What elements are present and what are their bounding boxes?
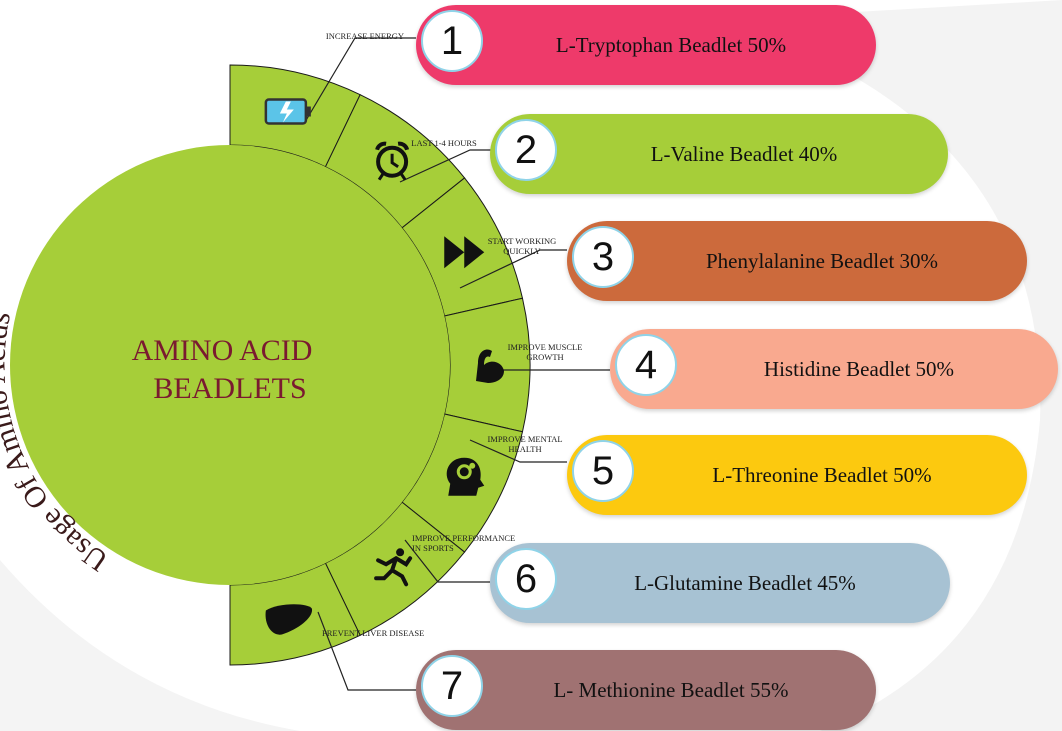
amino-pill-2: 2 L-Valine Beadlet 40% (490, 114, 948, 194)
benefit-7-line-1: PREVENT LIVER DISEASE (322, 628, 425, 638)
pill-number-1: 1 (421, 10, 483, 72)
benefit-6-line-1: IMPROVE PERFORMANCE (412, 533, 516, 543)
pill-label-2: L-Valine Beadlet 40% (650, 141, 838, 166)
benefit-label-2: LAST 1-4 HOURS (396, 138, 492, 148)
connector-lines (304, 37, 610, 691)
center-circle (10, 145, 450, 585)
pill-label-4: Histidine Beadlet 50% (763, 356, 955, 381)
center-title-line-2: BEADLETS (153, 372, 306, 405)
pill-number-5: 5 (572, 440, 634, 502)
pill-number-4: 4 (615, 334, 677, 396)
pill-label-1: L-Tryptophan Beadlet 50% (555, 32, 787, 57)
connector-line-1 (304, 37, 416, 123)
benefit-5-line-2: HEALTH (508, 444, 542, 454)
benefit-label-1: INCREASE ENERGY (312, 31, 418, 41)
amino-pill-1: 1 L-Tryptophan Beadlet 50% (416, 5, 876, 85)
alarm-clock-icon (375, 141, 410, 181)
connector-line-2 (399, 149, 492, 183)
pill-number-3: 3 (572, 226, 634, 288)
liver-icon (265, 604, 313, 635)
amino-pill-5: 5 L-Threonine Beadlet 50% (567, 435, 1027, 515)
benefit-label-7: PREVENT LIVER DISEASE (322, 628, 462, 638)
connector-line-5 (469, 439, 567, 463)
pill-label-7: L- Methionine Beadlet 55% (553, 677, 789, 702)
pill-number-6: 6 (495, 548, 557, 610)
benefit-4-line-1: IMPROVE MUSCLE (507, 342, 583, 352)
benefit-3-line-1: START WORKING (487, 236, 557, 246)
brain-gears-icon (446, 457, 485, 496)
benefit-6-line-2: IN SPORTS (412, 543, 454, 553)
pill-label-6: L-Glutamine Beadlet 45% (634, 570, 856, 595)
runner-icon (374, 548, 413, 587)
amino-pill-3: 3 Phenylalanine Beadlet 30% (567, 221, 1027, 301)
battery-charging-icon (264, 98, 311, 125)
pill-label-3: Phenylalanine Beadlet 30% (705, 248, 939, 273)
benefit-5-line-1: IMPROVE MENTAL (487, 434, 563, 444)
benefit-label-3: START WORKING QUICKLY (470, 236, 574, 256)
connector-line-3 (459, 249, 567, 289)
connector-line-6 (404, 539, 490, 583)
flexed-arm-icon (476, 349, 504, 383)
pill-label-5: L-Threonine Beadlet 50% (712, 462, 932, 487)
benefit-3-line-2: QUICKLY (503, 246, 541, 256)
center-title-line-1: AMINO ACID (132, 334, 313, 367)
amino-pill-4: 4 Histidine Beadlet 50% (610, 329, 1058, 409)
segment-icons (264, 98, 504, 635)
pill-number-7: 7 (421, 655, 483, 717)
benefit-4-line-2: GROWTH (526, 352, 564, 362)
benefit-2-line-1: LAST 1-4 HOURS (411, 138, 477, 148)
amino-pill-7: 7 L- Methionine Beadlet 55% (416, 650, 876, 730)
benefit-label-4: IMPROVE MUSCLE GROWTH (480, 342, 610, 362)
benefit-label-6: IMPROVE PERFORMANCE IN SPORTS (412, 533, 562, 553)
fast-forward-icon (444, 236, 485, 269)
benefit-label-5: IMPROVE MENTAL HEALTH (472, 434, 578, 454)
benefit-1-line-1: INCREASE ENERGY (325, 31, 405, 41)
pill-number-2: 2 (495, 119, 557, 181)
connector-line-7 (317, 611, 416, 691)
amino-pill-6: 6 L-Glutamine Beadlet 45% (490, 543, 950, 623)
